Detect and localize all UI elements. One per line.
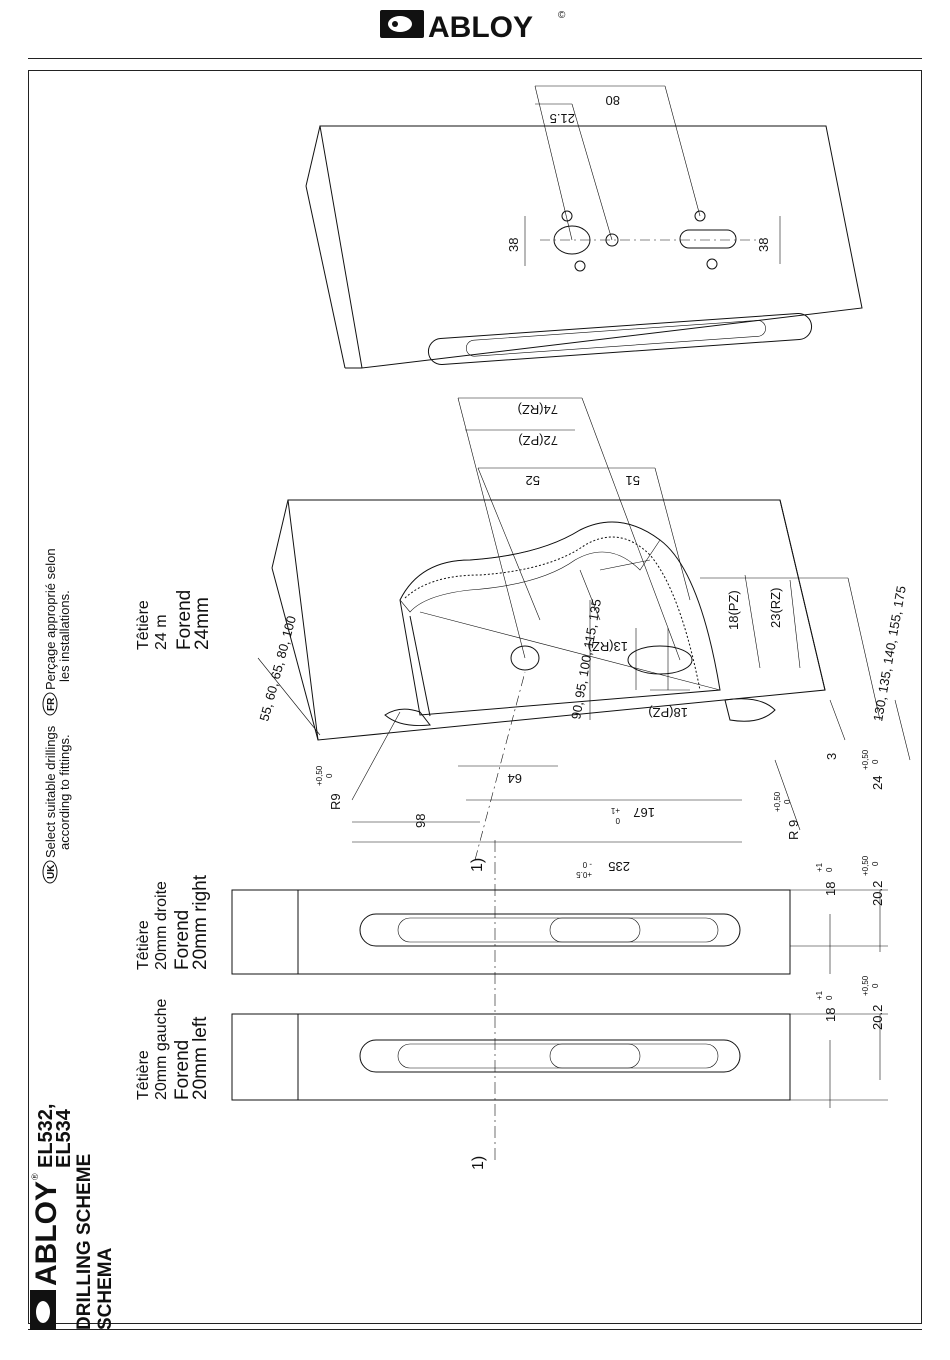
svg-text:74(RZ): 74(RZ) [518,402,558,417]
svg-text:18: 18 [823,882,838,896]
svg-text:20mm left: 20mm left [190,1016,211,1100]
fr-line-2: les installations. [57,590,72,682]
svg-text:0: 0 [825,995,834,1000]
svg-text:0: 0 [871,861,880,866]
svg-text:Têtière: Têtière [135,1050,152,1100]
svg-text:+0,50: +0,50 [315,765,324,786]
svg-text:55, 60, 65, 80, 100: 55, 60, 65, 80, 100 [256,614,299,723]
svg-text:+1: +1 [815,990,824,1000]
svg-text:98: 98 [413,814,428,828]
uk-badge: UK [46,864,57,879]
svg-text:167: 167 [633,805,655,820]
uk-note: UK Select suitable drillings according t… [42,725,72,884]
svg-text:80: 80 [606,93,620,108]
door-edge-block [271,499,826,741]
svg-text:Forend: Forend [172,910,193,970]
fr-badge: FR [46,697,57,711]
forend-plate-right [231,889,791,975]
svg-text:+1: +1 [815,862,824,872]
svg-text:235: 235 [608,859,630,874]
svg-text:+0,50: +0,50 [861,749,870,770]
svg-text:R 9: R 9 [786,820,801,840]
title-models-2: EL534 [53,1108,75,1168]
svg-text:24mm: 24mm [192,597,213,650]
svg-text:90, 95, 100, 115, 135: 90, 95, 100, 115, 135 [568,598,604,721]
svg-text:23(RZ): 23(RZ) [768,588,783,628]
uk-badge-icon [42,860,58,884]
forend-right-dims: 18 +1 0 20.2 +0,50 0 [790,855,888,974]
marker-lower: 1) [470,1156,487,1170]
uk-line-1: Select suitable drillings [43,725,58,858]
svg-text:0: 0 [825,867,834,872]
drawing-border [28,70,922,1324]
header-registered: © [558,10,566,21]
svg-text:20mm droite: 20mm droite [153,881,170,970]
svg-text:20.2: 20.2 [870,1005,885,1030]
svg-text:38: 38 [506,238,521,252]
svg-text:24: 24 [870,776,885,790]
svg-text:R9: R9 [328,793,343,810]
svg-text:+0,50: +0,50 [861,855,870,876]
header-brand: ABLOY [428,11,533,42]
door-face-dims: 80 21.5 38 38 [506,85,781,266]
forend-main-label: Têtière 24 m Forend 24mm [135,590,213,650]
door-face-block [305,125,863,369]
svg-text:0: 0 [871,759,880,764]
door-edge-dims: 98 235 - 0 +0.5 167 +1 0 64 R9 +0,50 0 R… [256,397,911,879]
svg-text:20mm right: 20mm right [190,874,211,970]
svg-text:Têtière: Têtière [135,920,152,970]
header-logo: ABLOY © [378,6,578,44]
svg-text:72(PZ): 72(PZ) [518,433,558,448]
page-frame [28,58,922,1330]
forend-plate-left [231,1013,791,1101]
svg-text:52: 52 [526,473,540,488]
svg-text:+1: +1 [610,806,620,815]
svg-text:0: 0 [783,799,792,804]
forend-left-label: Têtière 20mm gauche Forend 20mm left [135,999,211,1100]
fr-badge-icon [42,692,58,716]
svg-text:13(RZ): 13(RZ) [588,639,628,654]
svg-text:+0.5: +0.5 [576,870,592,879]
svg-text:- 0: - 0 [582,860,592,869]
svg-text:51: 51 [626,473,640,488]
title-models-1: EL532, [35,1104,57,1168]
svg-text:+0,50: +0,50 [773,791,782,812]
svg-text:38: 38 [756,238,771,252]
fr-line-1: Perçage approprié selon [43,548,58,690]
title-block: ABLOY ® EL532, EL534 DRILLING SCHEME SCH… [30,1104,116,1330]
title-line-1: DRILLING SCHEME [74,1154,95,1330]
title-brand: ABLOY [30,1181,63,1286]
marker-upper: 1) [469,858,486,872]
svg-text:Têtière: Têtière [135,600,152,650]
svg-text:Forend: Forend [172,1040,193,1100]
svg-text:18(PZ): 18(PZ) [648,705,688,720]
svg-text:21.5: 21.5 [550,111,575,126]
uk-line-2: according to fittings. [57,734,72,850]
svg-text:20mm gauche: 20mm gauche [153,999,170,1100]
svg-text:0: 0 [615,816,620,825]
forend-right-label: Têtière 20mm droite Forend 20mm right [135,874,211,970]
svg-text:0: 0 [871,983,880,988]
svg-text:+0,50: +0,50 [861,975,870,996]
svg-text:64: 64 [508,771,522,786]
forend-left-dims: 18 +1 0 20.2 +0,50 0 [790,975,888,1108]
title-registered: ® [30,1173,40,1180]
svg-text:0: 0 [325,773,334,778]
title-line-2: SCHEMA [95,1247,116,1330]
svg-text:3: 3 [824,753,839,760]
svg-text:20.2: 20.2 [870,881,885,906]
fr-note: FR Perçage approprié selon les installat… [42,548,72,716]
svg-text:24 m: 24 m [153,614,170,650]
svg-text:Forend: Forend [174,590,195,650]
svg-text:18: 18 [823,1008,838,1022]
svg-text:18(PZ): 18(PZ) [726,590,741,630]
